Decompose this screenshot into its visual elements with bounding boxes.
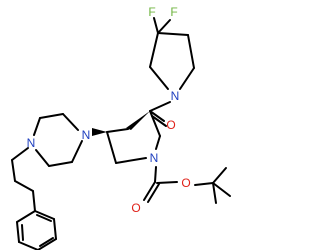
- bond: [37, 238, 57, 250]
- bond: [53, 218, 57, 240]
- bond: [143, 181, 156, 201]
- bond: [39, 113, 64, 119]
- bond: [212, 167, 227, 184]
- bond: [62, 113, 79, 131]
- atom-label-nitrogen: N: [27, 136, 36, 150]
- bond: [153, 17, 159, 34]
- bond: [157, 19, 171, 34]
- atom-labels: F F N O N N N O O: [27, 5, 191, 215]
- atom-label-fluorine: F: [148, 5, 155, 19]
- atom-label-nitrogen: N: [82, 128, 91, 142]
- bond: [11, 159, 16, 182]
- bond: [14, 180, 34, 192]
- bond: [212, 182, 217, 204]
- bond: [48, 161, 73, 167]
- stereo-wedge-bond: [126, 111, 150, 130]
- piperazine-ring: [33, 113, 83, 167]
- molecule-structure-diagram: F F N O N N N O O: [11, 5, 231, 250]
- atom-label-oxygen: O: [166, 118, 175, 132]
- boc-group: [143, 166, 231, 204]
- bond: [179, 67, 195, 90]
- bond: [194, 182, 214, 186]
- bond: [106, 131, 117, 164]
- bond: [21, 224, 24, 241]
- atom-label-oxygen: O: [181, 176, 190, 190]
- benzyl-group: [11, 147, 57, 250]
- bond: [187, 34, 195, 69]
- stereo-wedge-bond: [92, 128, 107, 136]
- bond: [149, 32, 159, 68]
- bond: [35, 149, 50, 167]
- bond: [39, 237, 54, 247]
- bond: [32, 190, 36, 212]
- atom-label-oxygen: O: [131, 201, 140, 215]
- bond: [33, 117, 41, 136]
- bond: [149, 110, 161, 137]
- structure-canvas: F F N O N N N O O: [11, 5, 231, 250]
- bond: [155, 135, 161, 150]
- bond: [157, 32, 189, 36]
- amide-carbonyl: [149, 101, 171, 127]
- bond: [36, 214, 52, 222]
- bond: [34, 210, 55, 220]
- bond: [18, 241, 39, 250]
- bond: [147, 183, 160, 203]
- bond: [149, 101, 171, 112]
- bond: [16, 221, 20, 243]
- bond: [212, 182, 231, 197]
- bond: [156, 181, 178, 184]
- bond: [151, 115, 167, 127]
- atom-label-nitrogen: N: [150, 151, 159, 165]
- atom-label-nitrogen: N: [171, 89, 180, 103]
- pyrrolidine-ring: [92, 110, 161, 164]
- bond: [11, 147, 29, 161]
- bond: [71, 140, 83, 163]
- bond: [149, 66, 169, 90]
- bond: [149, 110, 165, 122]
- difluoropyrrolidine-ring: [149, 32, 195, 90]
- bond: [115, 157, 147, 164]
- atom-label-fluorine: F: [170, 5, 177, 19]
- bond: [16, 210, 36, 223]
- bond: [154, 166, 157, 183]
- bond: [106, 128, 129, 133]
